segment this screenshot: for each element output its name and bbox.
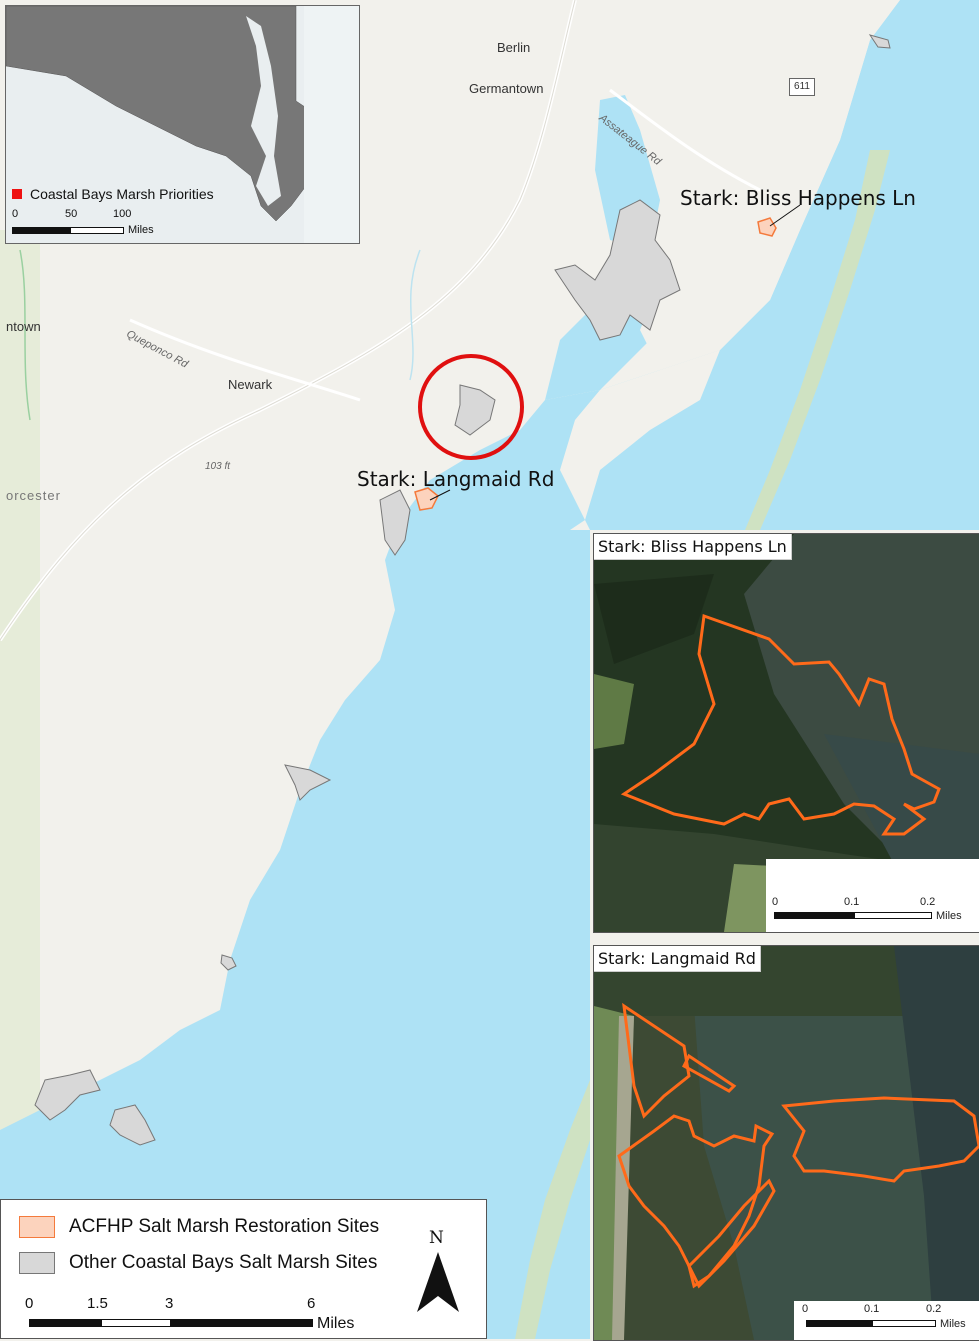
langmaid-site-outline-b	[682, 1053, 737, 1093]
locator-inset: Coastal Bays Marsh Priorities 0 50 100 M…	[5, 5, 360, 244]
inset-langmaid-imagery	[594, 946, 979, 1340]
other-marsh-sites	[34, 34, 891, 1146]
inset-langmaid-scale-tick-2: 0.2	[926, 1303, 942, 1315]
locator-scale-unit: Miles	[128, 224, 154, 236]
site-label-bliss: Stark: Bliss Happens Ln	[680, 186, 916, 210]
site-label-langmaid: Stark: Langmaid Rd	[357, 467, 555, 491]
inset-langmaid-scale: 0 0.1 0.2 Miles	[794, 1301, 979, 1340]
north-arrow-label: N	[429, 1228, 444, 1248]
legend-swatch-acfhp	[19, 1216, 55, 1238]
legend-scale-tick-3: 6	[307, 1295, 316, 1312]
inset-langmaid-scale-tick-0: 0	[802, 1303, 809, 1315]
legend-scale-unit: Miles	[317, 1315, 355, 1332]
acfhp-sites	[414, 217, 777, 511]
inset-bliss-scale-tick-0: 0	[772, 896, 779, 908]
locator-scale-bar-black	[12, 227, 70, 234]
map-legend: ACFHP Salt Marsh Restoration Sites Other…	[0, 1199, 487, 1339]
langmaid-site-outline-a	[622, 1002, 691, 1119]
barrier-island	[745, 150, 890, 530]
inset-bliss-scale: 0 0.1 0.2 Miles	[766, 859, 979, 932]
inset-bliss-scale-tick-1: 0.1	[844, 896, 860, 908]
town-label-orcester: orcester	[6, 488, 61, 503]
inset-langmaid-title: Stark: Langmaid Rd	[594, 946, 761, 972]
inset-bliss-scale-white	[854, 912, 932, 919]
legend-scale-tick-2: 3	[165, 1295, 174, 1312]
legend-label-other: Other Coastal Bays Salt Marsh Sites	[69, 1252, 378, 1273]
site-langmaid	[414, 487, 439, 511]
inset-langmaid: Stark: Langmaid Rd 0 0.1 0.2 Miles	[593, 945, 979, 1341]
site-bliss-happens	[757, 217, 777, 237]
town-label-germantown: Germantown	[469, 81, 544, 96]
legend-scale-tick-0: 0	[25, 1295, 34, 1312]
locator-scale-tick-0: 0	[12, 208, 19, 220]
inset-bliss-scale-tick-2: 0.2	[920, 896, 936, 908]
inset-langmaid-scale-unit: Miles	[940, 1318, 966, 1330]
inset-langmaid-scale-black	[806, 1320, 872, 1327]
locator-scale-tick-2: 100	[113, 208, 132, 220]
legend-swatch-other	[19, 1252, 55, 1274]
langmaid-site-outline-d	[781, 1096, 979, 1183]
langmaid-site-outline-e	[687, 1178, 776, 1289]
inset-bliss-scale-unit: Miles	[936, 910, 962, 922]
legend-item-acfhp: ACFHP Salt Marsh Restoration Sites	[19, 1216, 379, 1238]
legend-scale-seg-2	[101, 1319, 171, 1327]
inset-bliss-title: Stark: Bliss Happens Ln	[594, 534, 792, 560]
inset-langmaid-scale-white	[872, 1320, 936, 1327]
bliss-site-outline	[620, 613, 941, 836]
legend-scale-seg-1	[29, 1319, 101, 1327]
town-label-ntown: ntown	[6, 319, 41, 334]
elevation-label: 103 ft	[205, 461, 231, 472]
locator-map	[6, 6, 359, 243]
locator-legend-swatch	[12, 189, 22, 199]
highlight-circle	[418, 354, 524, 460]
inset-bliss-happens: Stark: Bliss Happens Ln 0 0.1 0.2 Miles	[593, 533, 979, 933]
route-shield: 611	[789, 78, 815, 96]
town-label-berlin: Berlin	[497, 40, 531, 55]
town-label-newark: Newark	[228, 377, 273, 392]
inset-bliss-scale-black	[774, 912, 854, 919]
legend-label-acfhp: ACFHP Salt Marsh Restoration Sites	[69, 1216, 380, 1237]
north-arrow-icon	[417, 1252, 459, 1312]
legend-item-other: Other Coastal Bays Salt Marsh Sites	[19, 1252, 377, 1274]
langmaid-site-outline-c	[617, 1114, 775, 1289]
inset-langmaid-scale-tick-1: 0.1	[864, 1303, 880, 1315]
locator-scale-tick-1: 50	[65, 208, 78, 220]
legend-scale-tick-1: 1.5	[87, 1295, 108, 1312]
locator-legend-label: Coastal Bays Marsh Priorities	[30, 186, 214, 202]
locator-scale-bar-white	[70, 227, 124, 234]
legend-scale-seg-3	[171, 1319, 313, 1327]
